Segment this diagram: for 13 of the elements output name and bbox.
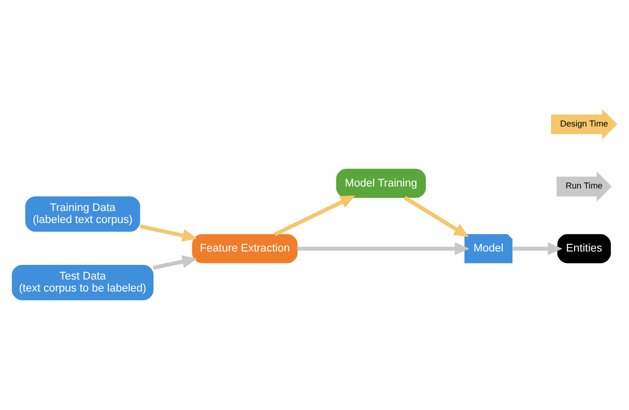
arrow [152, 255, 198, 270]
arrow [274, 195, 356, 236]
arrow [404, 196, 469, 238]
node-box: Entities [557, 234, 611, 264]
arrow [139, 224, 198, 242]
arrow [297, 242, 470, 256]
legend-label: Design Time [560, 118, 608, 129]
node-box: Test Data (text corpus to be labeled) [12, 264, 154, 300]
node-box: Model Training [336, 168, 426, 198]
node-box: Training Data (labeled text corpus) [25, 196, 140, 232]
arrow [512, 242, 562, 256]
legend-label: Run Time [566, 180, 603, 191]
node-box: Feature Extraction [192, 234, 298, 264]
